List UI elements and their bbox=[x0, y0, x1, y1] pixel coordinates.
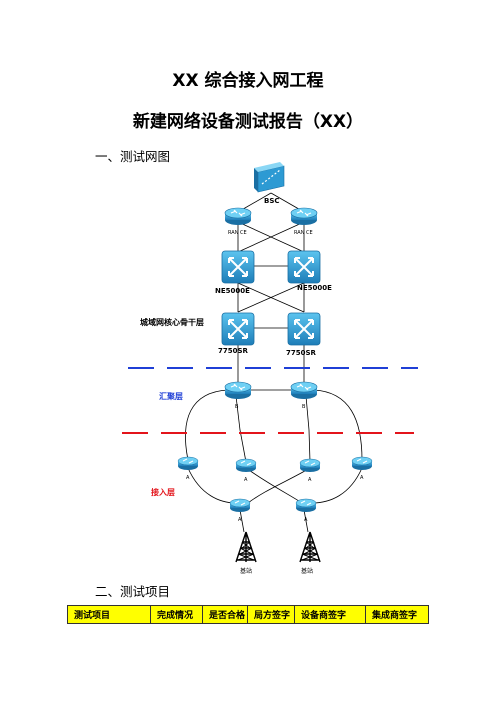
access-mark-3: A bbox=[308, 477, 312, 483]
ran-ce-left-label: RAN CE bbox=[228, 230, 247, 236]
table-header-cell: 是否合格 bbox=[202, 605, 248, 624]
access-mark-4: A bbox=[360, 475, 364, 481]
access-mark-6: A bbox=[304, 517, 308, 523]
ran-ce-right-router-icon bbox=[290, 207, 318, 226]
aggregation-right-router-icon bbox=[290, 381, 318, 400]
table-header-row: 测试项目 完成情况 是否合格 局方签字 设备商签字 集成商签字 bbox=[67, 605, 429, 624]
access-layer-label: 接入层 bbox=[151, 487, 175, 497]
base-station-left-antenna-icon bbox=[235, 531, 257, 563]
access-mark-5: A bbox=[238, 517, 242, 523]
ne5000e-right-label: NE5000E bbox=[297, 284, 332, 292]
section-heading-test-items: 二、测试项目 bbox=[95, 584, 171, 599]
aggregation-right-mark: B bbox=[302, 404, 306, 410]
7750sr-right-switch-icon bbox=[287, 312, 321, 346]
access-router-2-icon bbox=[235, 458, 257, 473]
document-title: XX 综合接入网工程 bbox=[172, 71, 324, 91]
table-header-cell: 完成情况 bbox=[150, 605, 203, 624]
aggregation-left-mark: B bbox=[235, 404, 239, 410]
7750sr-left-label: 7750SR bbox=[218, 347, 249, 355]
document-subtitle: 新建网络设备测试报告（XX） bbox=[132, 112, 364, 132]
access-router-6-icon bbox=[295, 498, 317, 513]
ne5000e-right-switch-icon bbox=[287, 250, 321, 284]
ran-ce-left-router-icon bbox=[224, 207, 252, 226]
access-router-5-icon bbox=[229, 498, 251, 513]
ne5000e-left-switch-icon bbox=[221, 250, 255, 284]
ne5000e-left-label: NE5000E bbox=[215, 287, 250, 295]
table-header-cell: 局方签字 bbox=[247, 605, 295, 624]
table-header-cell: 集成商签字 bbox=[365, 605, 429, 624]
bsc-device-icon bbox=[254, 162, 285, 193]
section-heading-network-diagram: 一、测试网图 bbox=[95, 149, 171, 164]
access-mark-1: A bbox=[186, 475, 190, 481]
test-items-table: 测试项目 完成情况 是否合格 局方签字 设备商签字 集成商签字 bbox=[67, 605, 429, 624]
access-router-4-icon bbox=[351, 456, 373, 471]
network-links bbox=[185, 192, 363, 533]
backbone-layer-label: 城域网核心骨干层 bbox=[140, 317, 204, 327]
network-diagram: BSC RAN CE RAN CE NE5000E NE5000E 城域网核心骨… bbox=[122, 162, 418, 575]
table-header-cell: 设备商签字 bbox=[294, 605, 366, 624]
ran-ce-right-label: RAN CE bbox=[294, 230, 313, 236]
bsc-label: BSC bbox=[264, 197, 280, 205]
base-station-left-label: 基站 bbox=[240, 567, 252, 575]
base-station-right-label: 基站 bbox=[301, 567, 313, 575]
access-router-1-icon bbox=[177, 456, 199, 471]
table-header-cell: 测试项目 bbox=[67, 605, 151, 624]
aggregation-layer-label: 汇聚层 bbox=[159, 391, 183, 401]
aggregation-left-router-icon bbox=[224, 381, 252, 400]
access-router-3-icon bbox=[299, 458, 321, 473]
access-mark-2: A bbox=[244, 477, 248, 483]
7750sr-right-label: 7750SR bbox=[286, 349, 317, 357]
7750sr-left-switch-icon bbox=[221, 312, 255, 346]
base-station-right-antenna-icon bbox=[299, 531, 321, 563]
